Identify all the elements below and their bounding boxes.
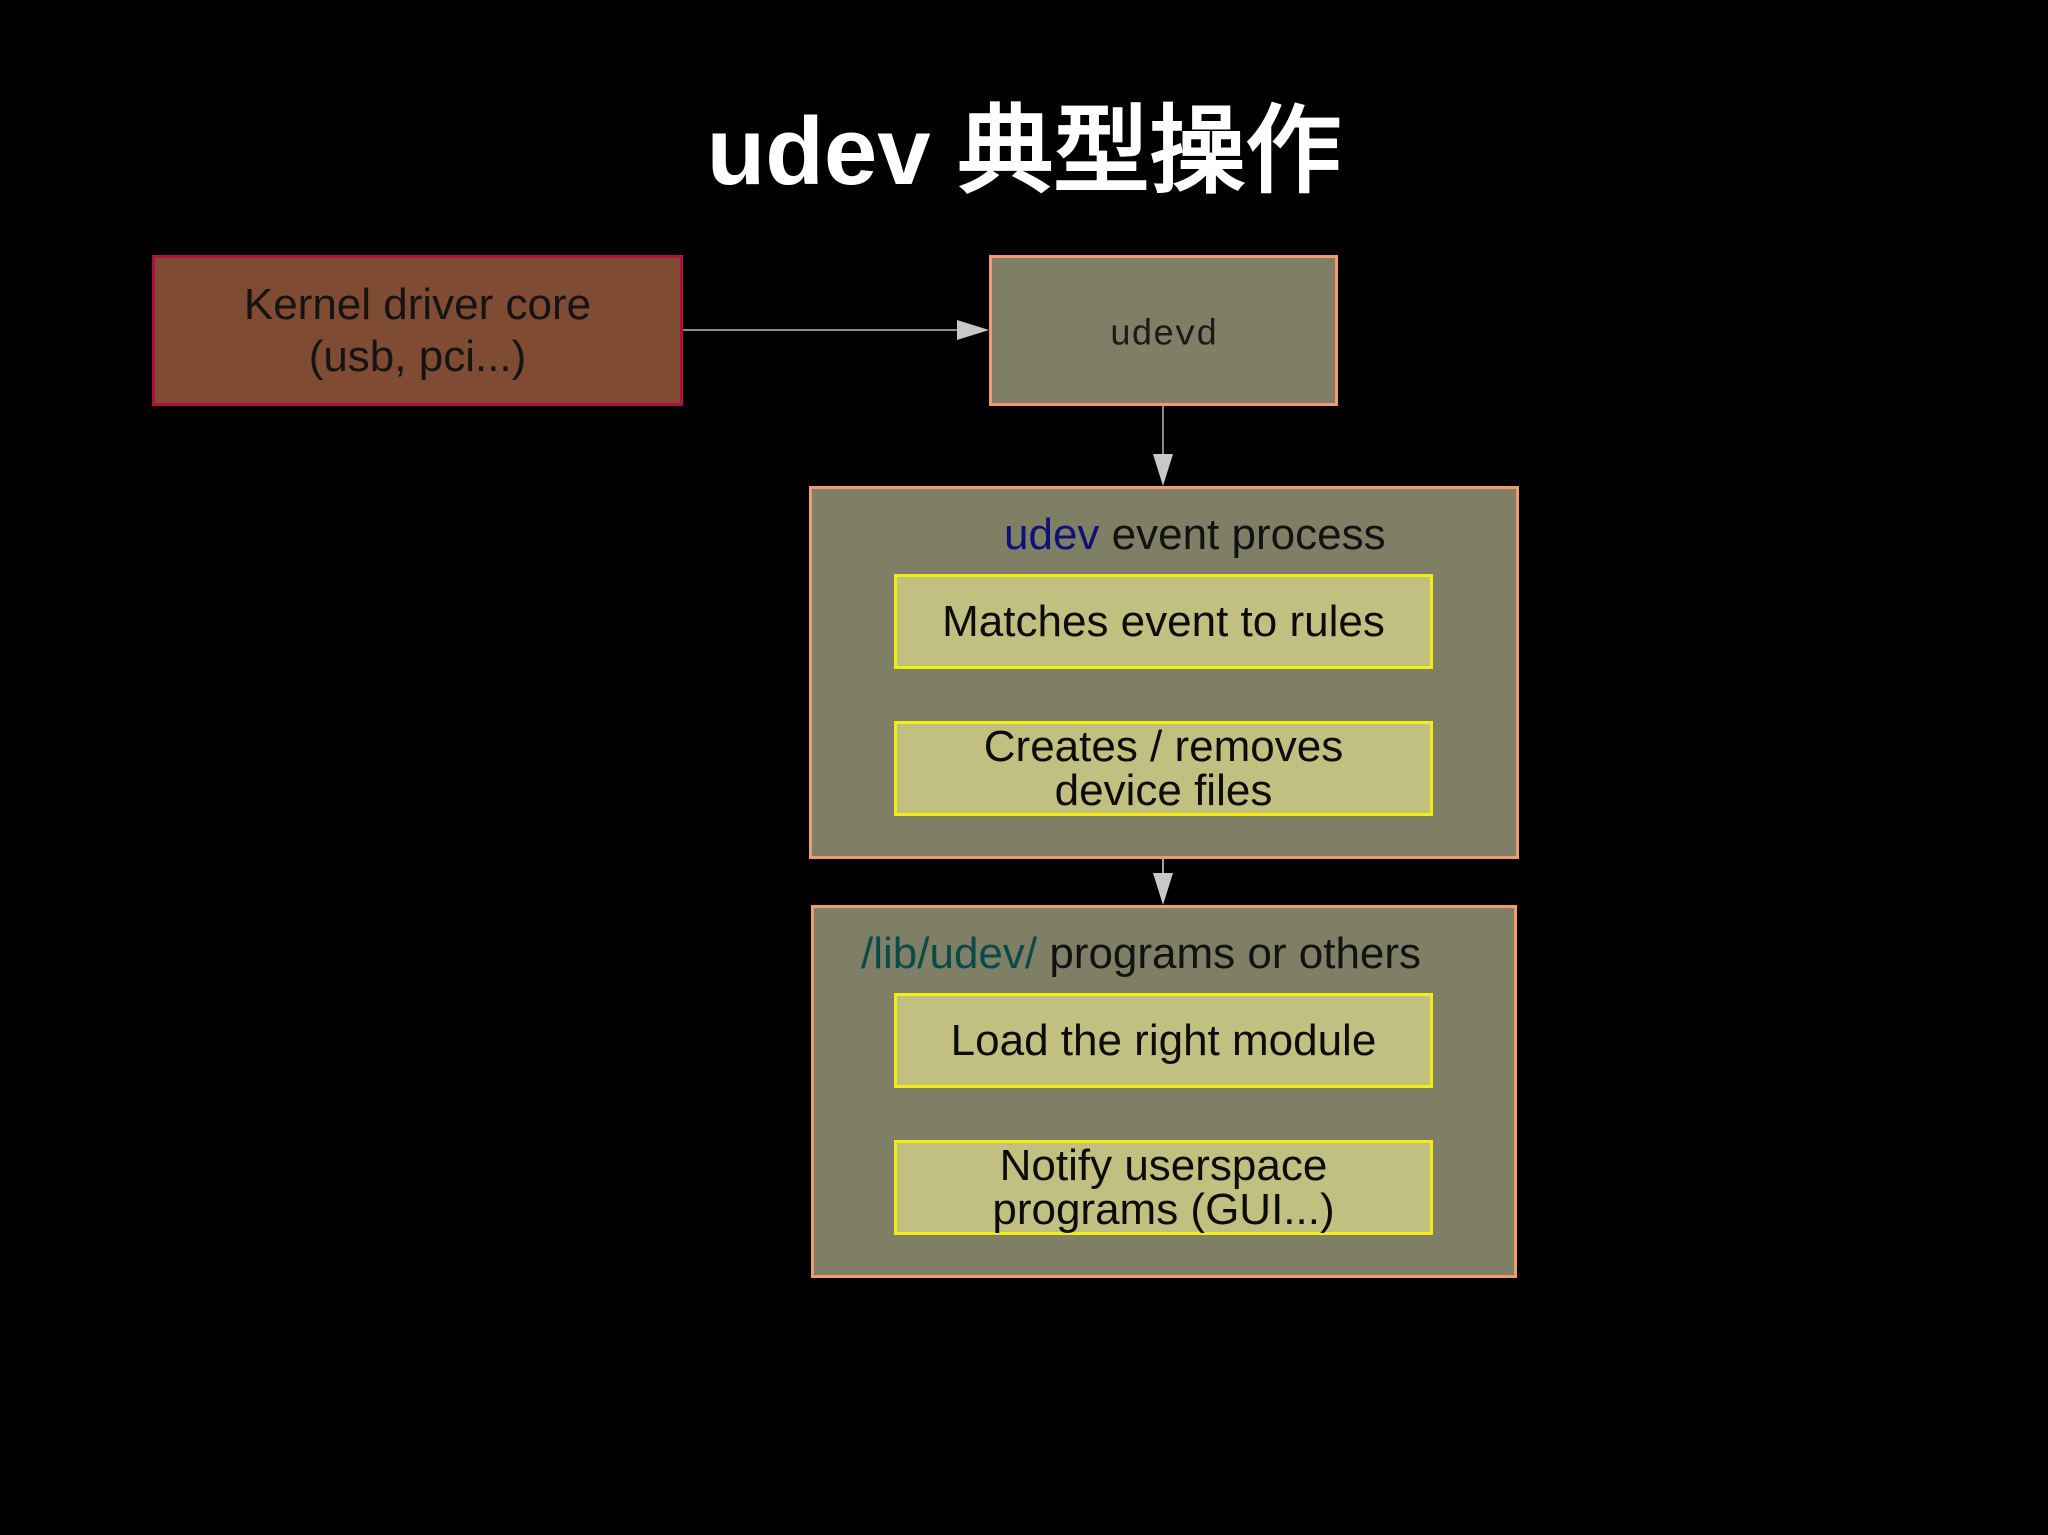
step-notify-label: Notify userspace programs (GUI...) <box>897 1140 1430 1234</box>
step-creates-line2: device files <box>1054 765 1273 815</box>
step-creates-line1: Creates / removes <box>983 721 1344 771</box>
arrowhead-udevd-to-event-process <box>1153 454 1173 486</box>
step-matches-line1: Matches event to rules <box>942 596 1385 646</box>
event-process-title: udev event process <box>1004 510 1386 560</box>
udevd-node-label: udevd <box>1109 314 1218 356</box>
step-load-line1: Load the right module <box>950 1015 1377 1065</box>
udevd-node: udevd <box>989 255 1338 406</box>
step-load-label: Load the right module <box>897 1015 1430 1065</box>
arrowhead-kernel-to-udevd <box>957 320 989 340</box>
step-notify-line2: programs (GUI...) <box>992 1184 1335 1234</box>
slide-title: udev 典型操作 <box>706 98 1342 205</box>
step-matches-event: Matches event to rules <box>894 574 1433 669</box>
event-process-title-highlight: udev <box>1004 510 1100 559</box>
step-creates-label: Creates / removes device files <box>897 721 1430 815</box>
kernel-node-label: Kernel driver core (usb, pci...) <box>155 279 680 383</box>
programs-title: /lib/udev/ programs or others <box>861 929 1421 979</box>
step-matches-label: Matches event to rules <box>897 596 1430 646</box>
step-creates-removes: Creates / removes device files <box>894 721 1433 816</box>
kernel-node-line2: (usb, pci...) <box>308 331 527 381</box>
kernel-node-line1: Kernel driver core <box>243 279 592 329</box>
arrowhead-event-process-to-programs <box>1153 873 1173 905</box>
programs-title-highlight: /lib/udev/ <box>861 929 1038 978</box>
event-process-title-rest: event process <box>1099 510 1386 559</box>
step-load-module: Load the right module <box>894 993 1433 1088</box>
step-notify-line1: Notify userspace <box>999 1140 1328 1190</box>
programs-title-rest: programs or others <box>1037 929 1422 978</box>
step-notify-userspace: Notify userspace programs (GUI...) <box>894 1140 1433 1235</box>
kernel-driver-core-node: Kernel driver core (usb, pci...) <box>152 255 683 406</box>
